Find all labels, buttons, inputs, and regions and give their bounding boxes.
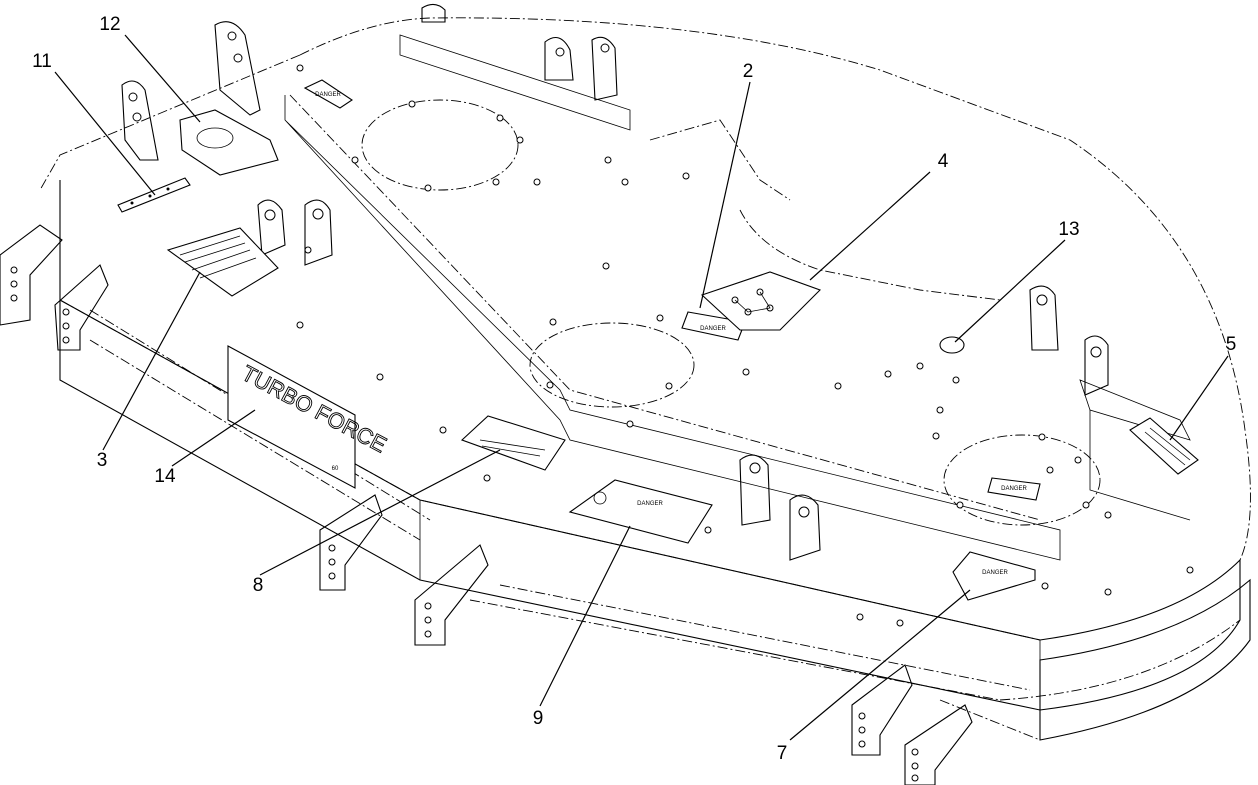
decal-14-brand: TURBO FORCE 60 xyxy=(227,345,391,489)
bolt-holes xyxy=(228,64,1194,627)
decal-danger-right: DANGER xyxy=(987,477,1041,501)
decal-4 xyxy=(700,271,822,331)
blade-openings xyxy=(361,99,1101,526)
callout-3: 3 xyxy=(97,450,108,471)
decal-danger-right-text: DANGER xyxy=(1001,486,1027,492)
callout-9: 9 xyxy=(533,708,544,729)
decal-12 xyxy=(179,109,279,176)
decal-danger-banner-text: DANGER xyxy=(637,501,663,507)
callout-labels: 12 11 2 4 13 5 3 14 8 9 7 xyxy=(32,14,1236,764)
decal-5 xyxy=(1129,417,1199,475)
callout-5: 5 xyxy=(1226,334,1237,355)
decal-8 xyxy=(460,415,566,471)
callout-11: 11 xyxy=(32,51,52,72)
top-panel xyxy=(284,34,1191,561)
callout-2: 2 xyxy=(743,61,754,82)
callout-8: 8 xyxy=(253,575,264,596)
decal-danger-top-text: DANGER xyxy=(315,92,341,98)
callout-4: 4 xyxy=(938,151,949,172)
decal-danger-top: DANGER xyxy=(303,79,353,109)
decal-3 xyxy=(166,227,279,297)
decal-13 xyxy=(939,336,965,354)
mount-brackets xyxy=(0,3,1109,785)
decal-11 xyxy=(117,177,191,213)
decal-danger-center-text: DANGER xyxy=(700,326,726,332)
decal-danger-center: DANGER xyxy=(681,311,746,341)
leader-lines xyxy=(54,34,1229,741)
brand-sub-text: 60 xyxy=(332,466,339,472)
decal-9: DANGER xyxy=(568,479,713,544)
callout-7: 7 xyxy=(777,743,788,764)
decal-7: DANGER xyxy=(952,551,1036,601)
callout-13: 13 xyxy=(1058,219,1079,240)
callout-12: 12 xyxy=(99,14,120,35)
decal-danger-shield-text: DANGER xyxy=(982,570,1008,576)
callout-14: 14 xyxy=(154,466,176,487)
